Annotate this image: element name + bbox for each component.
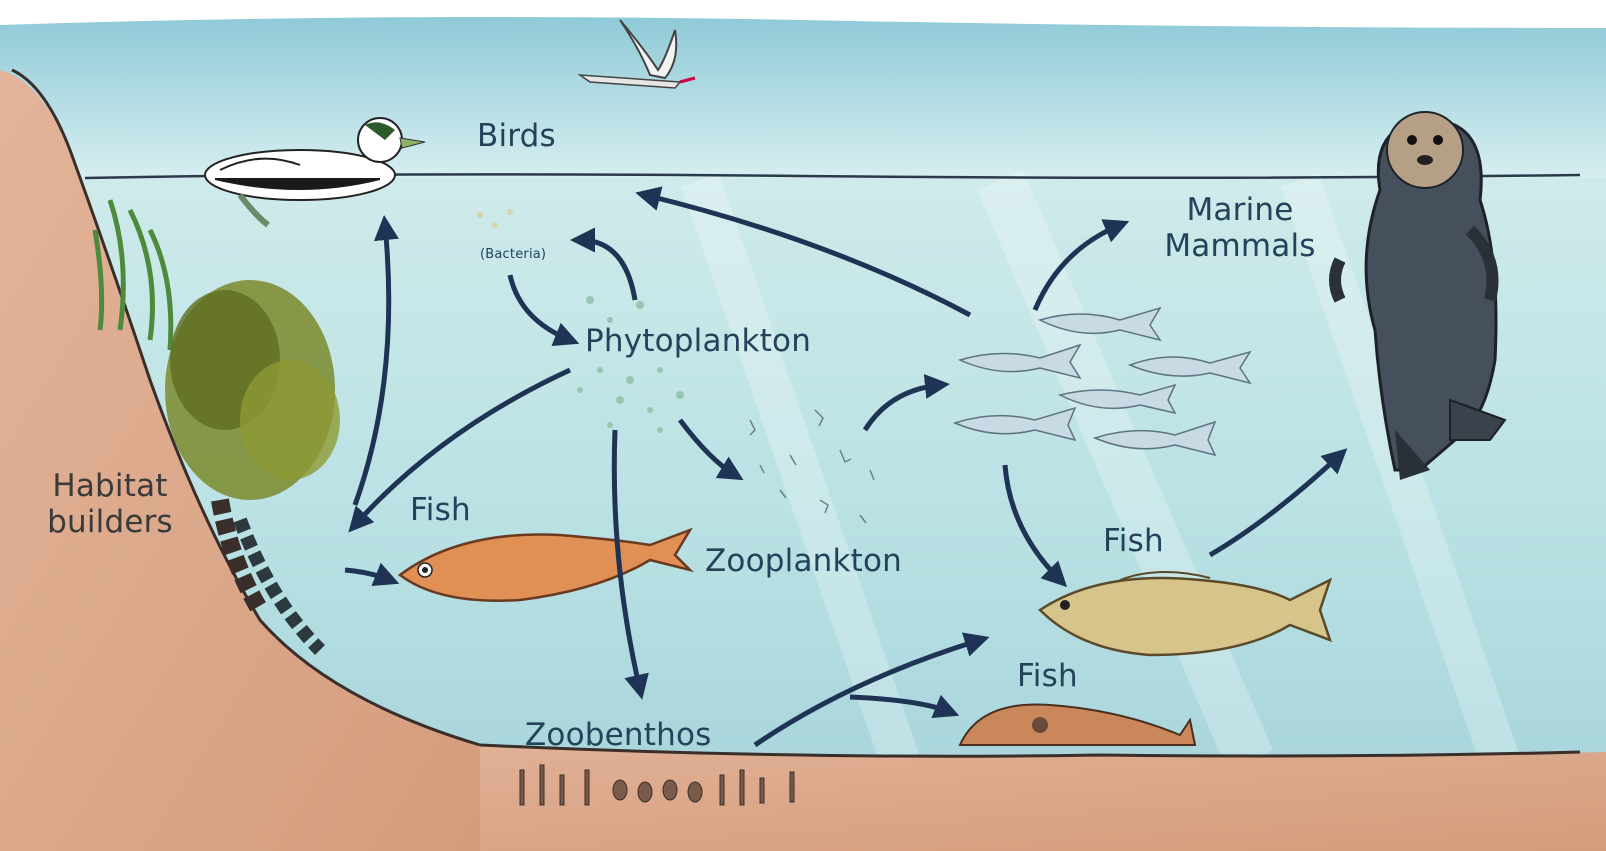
label-fish-right-mid: Fish xyxy=(1103,523,1164,559)
label-habitat-line1: Habitat xyxy=(30,468,190,504)
sky xyxy=(0,17,1606,178)
label-birds: Birds xyxy=(477,118,556,154)
label-marine-mammals-line2: Mammals xyxy=(1160,228,1320,264)
label-fish-right-bottom: Fish xyxy=(1017,658,1078,694)
label-habitat-line2: builders xyxy=(30,504,190,540)
label-zooplankton: Zooplankton xyxy=(705,543,902,579)
label-bacteria: (Bacteria) xyxy=(480,247,546,262)
label-phytoplankton: Phytoplankton xyxy=(585,323,811,359)
label-marine-mammals-line1: Marine xyxy=(1160,192,1320,228)
label-fish-left: Fish xyxy=(410,492,471,528)
label-marine-mammals: Marine Mammals xyxy=(1160,192,1320,264)
label-habitat-builders: Habitat builders xyxy=(30,468,190,540)
label-zoobenthos: Zoobenthos xyxy=(525,717,712,753)
